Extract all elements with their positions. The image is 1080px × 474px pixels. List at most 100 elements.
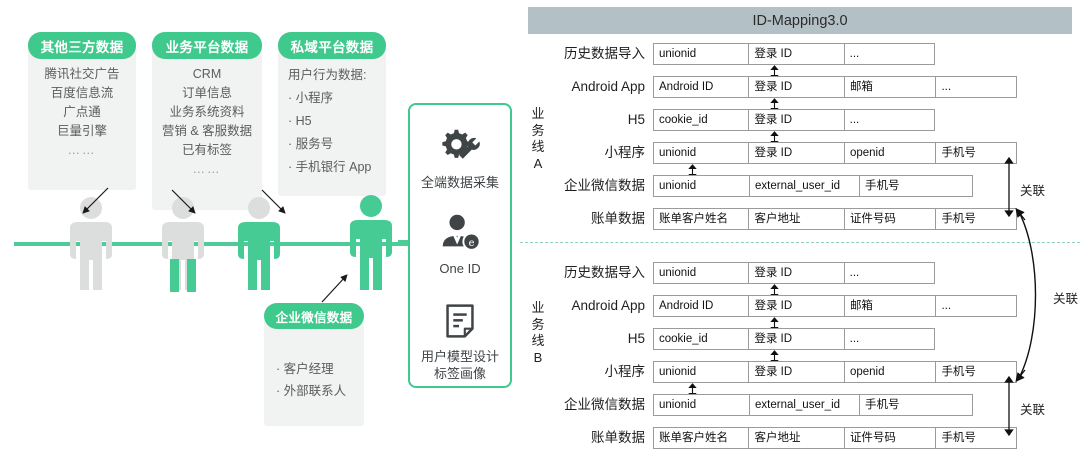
bl-char: A (533, 155, 543, 171)
table-cell[interactable]: 账单客户姓名 (654, 209, 750, 229)
bl-char: 线 (531, 139, 545, 154)
table-cell[interactable]: 手机号 (865, 399, 900, 411)
row-label: Android App (571, 79, 645, 94)
row-label: 小程序 (604, 364, 646, 379)
oneid-item-label: One ID (439, 261, 481, 276)
table-cell[interactable]: 邮箱 (845, 296, 937, 316)
row-label: 历史数据导入 (564, 46, 645, 61)
table-cell[interactable]: external_user_id (750, 176, 860, 196)
document-icon (446, 304, 474, 338)
table-cell[interactable]: unionid (654, 362, 750, 382)
wecom-line: · 外部联系人 (276, 384, 347, 398)
table-cell[interactable]: 客户地址 (749, 428, 845, 448)
source-line: …… (192, 162, 222, 176)
source-line: · 服务号 (288, 137, 334, 151)
table-cell[interactable]: 手机号 (941, 213, 976, 225)
table-cell[interactable]: 邮箱 (845, 77, 937, 97)
timeline-green-line (14, 242, 424, 246)
table-cell[interactable]: ... (849, 333, 860, 345)
cross-relation-label: 关联 (1053, 292, 1079, 306)
table-cell[interactable]: openid (845, 143, 937, 163)
row-label: H5 (627, 331, 645, 346)
table-cell[interactable]: 手机号 (865, 180, 900, 192)
table-cell[interactable]: ... (849, 267, 860, 279)
business-line-a-label: 业 务 线 A (528, 106, 548, 172)
table-cell[interactable]: 客户地址 (749, 209, 845, 229)
oneid-item-oneid: e One ID (437, 211, 483, 277)
person-figure-4 (350, 195, 392, 290)
table-cell[interactable]: unionid (654, 176, 750, 196)
bl-char: 线 (531, 333, 545, 348)
table-cell[interactable]: 登录 ID (749, 362, 845, 382)
relation-arrow-a (1004, 156, 1014, 218)
left-panel: 其他三方数据 腾讯社交广告 百度信息流 广点通 巨量引擎 …… 业务平台数据 C… (0, 0, 520, 474)
table-cell[interactable]: Android ID (654, 77, 750, 97)
person-figure-2 (162, 197, 204, 292)
source-card-business-platform-body (152, 44, 262, 210)
table-cell[interactable]: cookie_id (654, 110, 750, 130)
pointer-arrow-3 (261, 189, 286, 214)
oneid-item-label-line2: 标签画像 (433, 366, 486, 381)
table-cell[interactable]: external_user_id (750, 395, 860, 415)
table-cell[interactable]: ... (941, 81, 952, 93)
table-cell[interactable]: ... (941, 300, 952, 312)
table-cell[interactable]: cookie_id (654, 329, 750, 349)
gear-wrench-icon (442, 129, 480, 159)
svg-text:e: e (469, 237, 475, 249)
source-card-business-platform-title: 业务平台数据 (152, 32, 262, 59)
table-cell[interactable]: 账单客户姓名 (654, 428, 750, 448)
row-label: Android App (571, 298, 645, 313)
source-line: CRM (192, 67, 222, 81)
source-card-private-domain-body (278, 44, 386, 196)
table-cell[interactable]: 手机号 (941, 147, 976, 159)
table-cell[interactable]: 登录 ID (749, 77, 845, 97)
table-cell[interactable]: 手机号 (941, 366, 976, 378)
business-line-b-label: 业 务 线 B (528, 300, 548, 366)
id-mapping-title: ID-Mapping3.0 (528, 7, 1072, 34)
table-cell[interactable]: unionid (654, 395, 750, 415)
table-cell[interactable]: ... (849, 48, 860, 60)
table-cell[interactable]: unionid (654, 263, 750, 283)
oneid-item-label: 全端数据采集 (420, 175, 499, 190)
source-card-third-party-body (28, 44, 136, 190)
pointer-arrow-wecom (321, 274, 348, 303)
table-cell[interactable]: 登录 ID (749, 296, 845, 316)
source-line: · 小程序 (288, 91, 334, 105)
source-line: · H5 (288, 114, 312, 128)
table-cell[interactable]: openid (845, 362, 937, 382)
source-line: · 手机银行 App (288, 160, 372, 174)
source-line: …… (67, 143, 97, 157)
source-line: 腾讯社交广告 (44, 67, 120, 81)
table-cell[interactable]: 证件号码 (845, 428, 937, 448)
bl-char: B (533, 349, 543, 365)
oneid-item-collection: 全端数据采集 (421, 125, 499, 191)
table-cell[interactable]: unionid (654, 44, 750, 64)
pointer-arrow-1 (82, 187, 109, 214)
table-cell[interactable]: 证件号码 (845, 209, 937, 229)
table-cell[interactable]: 登录 ID (749, 263, 845, 283)
source-line: 广点通 (63, 105, 101, 119)
source-line: 巨量引擎 (56, 124, 107, 138)
source-line: 用户行为数据: (288, 68, 367, 82)
row-label: 账单数据 (591, 430, 645, 445)
table-cell[interactable]: ... (849, 114, 860, 126)
row-label: 企业微信数据 (564, 397, 645, 412)
table-cell[interactable]: 手机号 (941, 432, 976, 444)
section-divider (520, 242, 1080, 243)
source-line: 业务系统资料 (169, 105, 245, 119)
table-cell[interactable]: 登录 ID (749, 44, 845, 64)
relation-label-a: 关联 (1020, 184, 1046, 198)
row-label: H5 (627, 112, 645, 127)
person-figure-3 (238, 197, 280, 290)
table-cell[interactable]: unionid (654, 143, 750, 163)
table-cell[interactable]: Android ID (654, 296, 750, 316)
relation-arrow-b (1004, 375, 1014, 437)
right-panel: ID-Mapping3.0 业 务 线 A 历史数据导入 unionid 登录 … (520, 0, 1080, 474)
table-cell[interactable]: 登录 ID (749, 329, 845, 349)
source-line: 已有标签 (181, 143, 232, 157)
table-cell[interactable]: 登录 ID (749, 110, 845, 130)
pointer-arrow-2 (171, 189, 196, 214)
bl-char: 业 (531, 300, 545, 315)
table-cell[interactable]: 登录 ID (749, 143, 845, 163)
